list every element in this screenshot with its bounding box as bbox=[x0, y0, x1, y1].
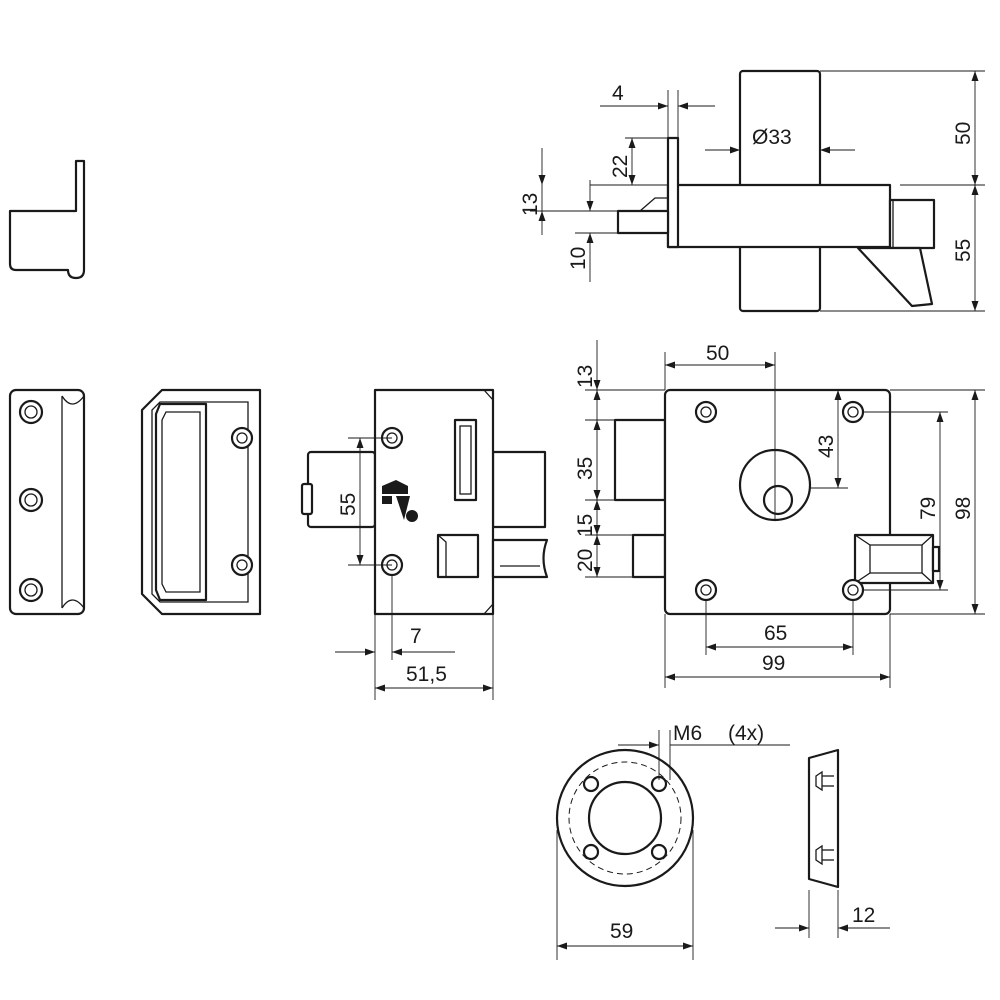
svg-text:10: 10 bbox=[567, 247, 590, 270]
svg-text:4: 4 bbox=[612, 82, 624, 105]
screw-hole bbox=[18, 487, 44, 513]
svg-text:99: 99 bbox=[762, 652, 785, 675]
dimension-diameter-33: Ø33 bbox=[705, 126, 855, 154]
svg-text:51,5: 51,5 bbox=[406, 663, 447, 686]
svg-text:59: 59 bbox=[610, 920, 633, 943]
svg-text:65: 65 bbox=[764, 622, 787, 645]
svg-text:Ø33: Ø33 bbox=[752, 126, 792, 149]
svg-text:13: 13 bbox=[574, 365, 597, 388]
knob-front bbox=[853, 533, 941, 585]
svg-text:50: 50 bbox=[952, 122, 975, 145]
svg-text:M6: M6 bbox=[673, 722, 702, 745]
screw-hole bbox=[582, 775, 600, 793]
dimension-22: 22 bbox=[590, 137, 668, 186]
dimension-50-front: 50 bbox=[664, 342, 776, 520]
dimension-13-front: 13 bbox=[574, 340, 665, 420]
dimension-99: 99 bbox=[664, 614, 891, 688]
screw-hole bbox=[841, 578, 865, 602]
dimension-50-top: 50 bbox=[820, 70, 985, 186]
dimension-12: 12 bbox=[775, 890, 890, 938]
dimension-55-body: 55 bbox=[337, 437, 392, 566]
strike-plate-front bbox=[8, 388, 86, 616]
dimension-98: 98 bbox=[890, 389, 985, 615]
svg-text:12: 12 bbox=[852, 904, 875, 927]
rosette-side-view bbox=[807, 748, 840, 889]
svg-text:20: 20 bbox=[574, 549, 597, 572]
svg-text:(4x): (4x) bbox=[728, 722, 764, 745]
screw-hole bbox=[18, 399, 44, 425]
svg-text:79: 79 bbox=[917, 497, 940, 520]
screw-hole bbox=[230, 426, 254, 450]
lock-body-front-view bbox=[613, 388, 941, 616]
dimension-13-side: 13 bbox=[519, 148, 618, 235]
dimension-43: 43 bbox=[810, 390, 848, 489]
svg-text:13: 13 bbox=[519, 193, 542, 216]
screw-hole bbox=[230, 553, 254, 577]
dimension-65: 65 bbox=[705, 600, 854, 655]
screw-hole bbox=[18, 577, 44, 603]
svg-text:55: 55 bbox=[337, 493, 360, 516]
dimension-20: 20 bbox=[574, 535, 633, 578]
svg-text:7: 7 bbox=[410, 625, 422, 648]
dimension-m6-callout: M6 (4x) bbox=[618, 722, 790, 780]
dimension-59: 59 bbox=[556, 830, 694, 960]
screw-hole bbox=[694, 578, 718, 602]
svg-text:35: 35 bbox=[574, 457, 597, 480]
dimension-7: 7 bbox=[335, 575, 455, 700]
svg-text:50: 50 bbox=[706, 342, 729, 365]
svg-text:43: 43 bbox=[815, 435, 838, 458]
dimension-55-side: 55 bbox=[820, 185, 985, 312]
lock-top-side-view bbox=[616, 69, 936, 313]
screw-hole bbox=[694, 400, 718, 424]
dimension-51-5: 51,5 bbox=[375, 614, 494, 700]
svg-text:22: 22 bbox=[609, 155, 632, 178]
dimension-35: 35 bbox=[574, 419, 615, 501]
svg-text:15: 15 bbox=[574, 514, 597, 537]
strike-hook-side-view bbox=[8, 159, 86, 280]
svg-text:55: 55 bbox=[952, 239, 975, 262]
dimension-10: 10 bbox=[567, 180, 618, 282]
manufacturer-logo-icon bbox=[382, 480, 418, 522]
screw-hole bbox=[841, 400, 865, 424]
keeper-box-front bbox=[140, 388, 262, 616]
dimension-4: 4 bbox=[600, 82, 715, 138]
rosette-front-view bbox=[555, 748, 695, 888]
dimension-15: 15 bbox=[574, 500, 633, 537]
dimension-79: 79 bbox=[863, 411, 948, 591]
lock-body-side-view bbox=[300, 388, 549, 616]
screw-hole bbox=[650, 843, 668, 861]
screw-hole bbox=[582, 843, 600, 861]
svg-text:98: 98 bbox=[952, 497, 975, 520]
